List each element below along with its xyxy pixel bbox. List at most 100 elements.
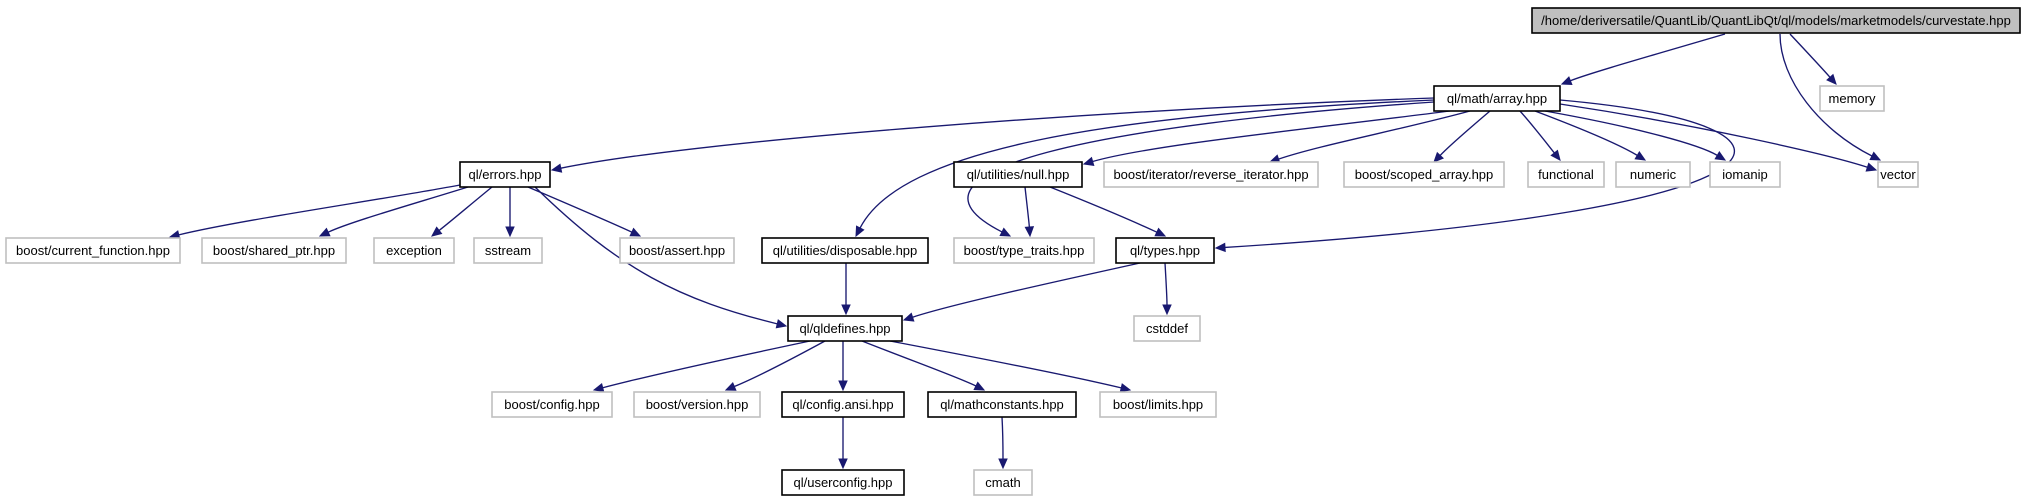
edge-nullhpp-to-types — [1049, 186, 1167, 237]
edge-line — [438, 186, 493, 232]
node-box — [491, 391, 613, 418]
node-label: boost/limits.hpp — [1113, 397, 1203, 412]
edge-arrowhead — [1560, 76, 1573, 85]
node-vector: vector — [1877, 161, 1919, 188]
node-box — [1527, 161, 1605, 188]
node-label: boost/assert.hpp — [629, 243, 725, 258]
edge-line — [1570, 33, 1726, 82]
node-revit: boost/iterator/reverse_iterator.hpp — [1103, 161, 1319, 188]
node-box — [781, 469, 905, 496]
node-label: exception — [386, 243, 442, 258]
edge-arrowhead — [1082, 156, 1095, 166]
node-limits: boost/limits.hpp — [1099, 391, 1217, 418]
edge-arrowhead — [1024, 226, 1035, 238]
edge-qldefines-to-configansi — [838, 341, 848, 392]
nodes-layer: /home/deriversatile/QuantLib/QuantLibQt/… — [5, 7, 2021, 496]
node-numeric: numeric — [1615, 161, 1691, 188]
node-root[interactable]: /home/deriversatile/QuantLib/QuantLibQt/… — [1531, 7, 2021, 34]
edge-line — [1092, 110, 1451, 163]
edge-line — [1164, 262, 1168, 306]
edge-qldefines-to-mathconst — [861, 340, 986, 391]
node-label: numeric — [1630, 167, 1677, 182]
node-errors[interactable]: ql/errors.hpp — [459, 161, 551, 188]
edge-line — [178, 184, 461, 236]
edge-line — [889, 340, 1122, 389]
node-label: ql/userconfig.hpp — [793, 475, 892, 490]
node-label: ql/types.hpp — [1130, 243, 1200, 258]
node-box — [781, 391, 905, 418]
edge-errors-to-exception — [431, 186, 493, 237]
node-box — [953, 161, 1083, 188]
edge-arrowhead — [629, 227, 642, 237]
node-box — [787, 315, 903, 342]
node-box — [201, 237, 347, 264]
edge-array-to-functional — [1519, 110, 1561, 161]
node-box — [1343, 161, 1505, 188]
node-label: vector — [1880, 167, 1916, 182]
edge-arrowhead — [841, 304, 851, 316]
edge-line — [602, 340, 811, 389]
edge-arrowhead — [902, 312, 915, 322]
edge-array-to-typetraits — [967, 101, 1435, 237]
node-box — [1709, 161, 1781, 188]
edge-line — [1789, 33, 1831, 78]
node-curfunc: boost/current_function.hpp — [5, 237, 181, 264]
node-types[interactable]: ql/types.hpp — [1115, 237, 1215, 264]
edge-arrowhead — [1214, 242, 1226, 253]
node-label: memory — [1829, 91, 1876, 106]
edge-arrowhead — [550, 163, 563, 173]
node-label: boost/config.hpp — [504, 397, 599, 412]
node-version: boost/version.hpp — [633, 391, 761, 418]
node-box — [1099, 391, 1217, 418]
edge-arrowhead — [1154, 227, 1167, 237]
node-box — [1819, 85, 1885, 112]
node-label: ql/utilities/null.hpp — [967, 167, 1070, 182]
node-configansi[interactable]: ql/config.ansi.hpp — [781, 391, 905, 418]
node-box — [761, 237, 929, 264]
node-qldefines[interactable]: ql/qldefines.hpp — [787, 315, 903, 342]
edge-errors-to-sstream — [505, 187, 515, 238]
edge-arrowhead — [431, 226, 443, 237]
edge-line — [1049, 186, 1158, 233]
node-box — [1531, 7, 2021, 34]
edge-arrowhead — [1162, 304, 1172, 316]
node-disposable[interactable]: ql/utilities/disposable.hpp — [761, 237, 929, 264]
edge-array-to-nullhpp — [1082, 110, 1451, 166]
node-label: functional — [1538, 167, 1594, 182]
edge-qldefines-to-version — [724, 340, 826, 391]
edge-line — [560, 97, 1435, 169]
node-array[interactable]: ql/math/array.hpp — [1433, 85, 1561, 112]
edge-errors-to-curfunc — [168, 184, 461, 240]
edge-arrowhead — [1865, 162, 1878, 172]
edge-mathconst-to-cmath — [998, 416, 1008, 470]
edge-arrowhead — [855, 225, 865, 238]
node-memory: memory — [1819, 85, 1885, 112]
node-userconfig[interactable]: ql/userconfig.hpp — [781, 469, 905, 496]
node-typetraits: boost/type_traits.hpp — [953, 237, 1095, 264]
edge-qldefines-to-limits — [889, 340, 1132, 393]
node-mathconst[interactable]: ql/mathconstants.hpp — [927, 391, 1077, 418]
node-label: boost/version.hpp — [646, 397, 749, 412]
edge-line — [527, 186, 633, 233]
edge-root-to-array — [1560, 33, 1726, 85]
edge-arrowhead — [1869, 151, 1882, 161]
edge-line — [912, 262, 1141, 318]
node-label: boost/scoped_array.hpp — [1355, 167, 1494, 182]
edge-arrowhead — [724, 381, 737, 391]
edge-arrowhead — [592, 382, 605, 393]
edge-line — [859, 99, 1435, 229]
node-box — [953, 237, 1095, 264]
edge-array-to-numeric — [1534, 110, 1647, 161]
edge-arrowhead — [1826, 73, 1837, 85]
node-cmath: cmath — [973, 469, 1033, 496]
edge-array-to-iomanip — [1544, 110, 1727, 161]
edge-line — [1559, 103, 1868, 168]
edge-arrowhead — [973, 381, 986, 391]
edge-arrowhead — [1550, 149, 1561, 161]
node-nullhpp[interactable]: ql/utilities/null.hpp — [953, 161, 1083, 188]
node-iomanip: iomanip — [1709, 161, 1781, 188]
node-box — [973, 469, 1033, 496]
edge-array-to-disposable — [855, 99, 1435, 238]
edge-disposable-to-qldefines — [841, 263, 851, 316]
